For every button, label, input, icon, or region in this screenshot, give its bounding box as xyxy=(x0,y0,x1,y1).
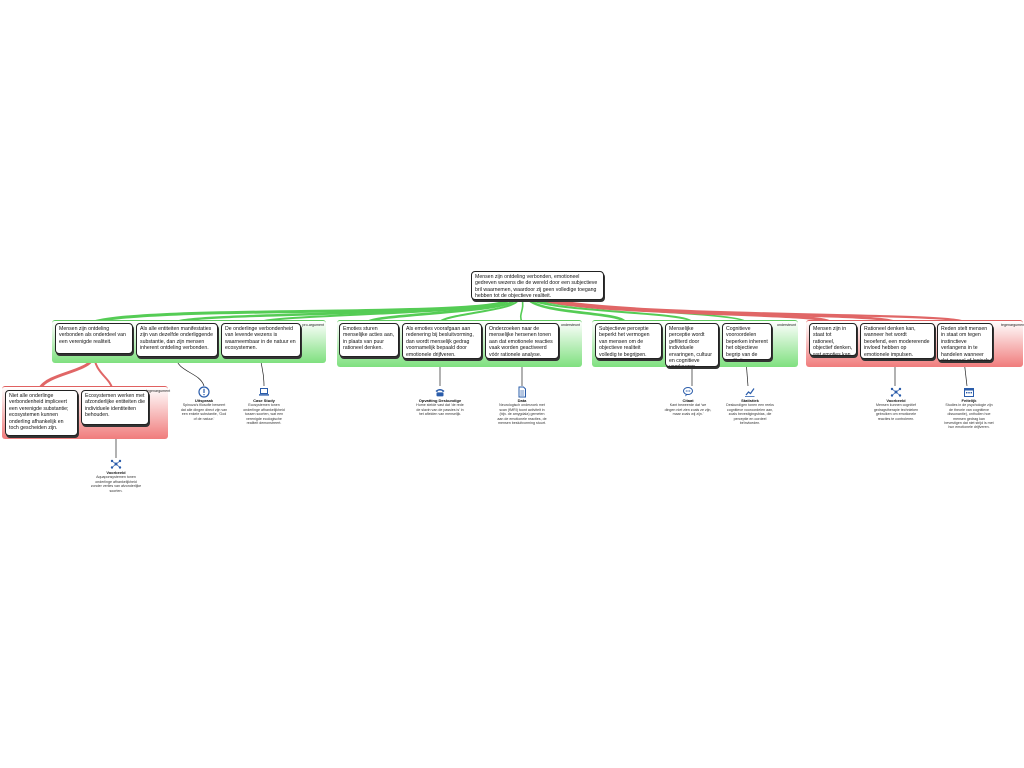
claim-text: Als alle entiteiten manifestaties zijn v… xyxy=(140,326,213,352)
resource-r5[interactable]: Citaat Kant beweerde dat 'we dingen niet… xyxy=(664,386,712,417)
resource-title: Uitspraak xyxy=(194,398,214,403)
link-root-n12 xyxy=(543,297,966,324)
line-graph-icon xyxy=(745,388,755,397)
resource-r2[interactable]: Case Study Ecosystemen tonen onderlinge … xyxy=(240,386,288,425)
resource-r1[interactable]: Uitspraak Spinoza's filosofie beweert da… xyxy=(180,386,228,421)
claim-text: Subjectieve perceptie beperkt het vermog… xyxy=(599,326,650,358)
claim-node-12[interactable]: Reden stelt mensen in staat om tegen ins… xyxy=(937,323,993,361)
claim-node-s1[interactable]: Niet alle onderlinge verbondenheid impli… xyxy=(5,390,78,436)
claim-node-11[interactable]: Rationeel denken kan, wanneer het wordt … xyxy=(860,323,935,359)
group-tag: tegenargument xyxy=(1001,323,1024,327)
claim-text: Cognitieve vooroordelen beperken inheren… xyxy=(726,326,768,359)
resource-title: Voorbeeld xyxy=(106,470,126,475)
link-root-n6 xyxy=(519,298,524,323)
resource-r7[interactable]: Voorbeeld Mensen kunnen cognitief gedrag… xyxy=(871,386,921,421)
network-icon xyxy=(890,387,902,397)
claim-text: De onderlinge verbondenheid van levende … xyxy=(225,326,296,352)
resource-text: Neurologisch onderzoek met scan (fMRI) t… xyxy=(497,403,547,426)
resource-text: Mensen kunnen cognitief gedragstherapie … xyxy=(873,403,919,421)
resource-title: Statistiek xyxy=(741,398,759,403)
resource-title: Data xyxy=(517,398,527,403)
claim-node-6[interactable]: Onderzoeken naar de menselijke hersenen … xyxy=(485,323,559,359)
claim-text: Menselijke perceptie wordt gefilterd doo… xyxy=(669,326,712,366)
claim-node-5[interactable]: Als emoties voorafgaan aan redenering bi… xyxy=(402,323,482,359)
claim-node-4[interactable]: Emoties sturen menselijke acties aan, in… xyxy=(339,323,399,357)
network-icon xyxy=(110,459,122,469)
link-root-n7 xyxy=(526,297,627,324)
claim-text: Emoties sturen menselijke acties aan, in… xyxy=(343,326,395,352)
root-claim[interactable]: Mensen zijn ontdeling verbonden, emotion… xyxy=(471,271,604,300)
link-root-n3 xyxy=(259,298,511,323)
claim-text: Mensen zijn in staat tot rationeel, obje… xyxy=(813,326,853,356)
claim-text: Reden stelt mensen in staat om tegen ins… xyxy=(941,326,989,360)
claim-text: Onderzoeken naar de menselijke hersenen … xyxy=(489,326,553,358)
resource-text: Hume stelde vast dat 'de rede de slavin … xyxy=(416,403,464,417)
resource-text: Deskundigen tonen een reeks cognitieve v… xyxy=(726,403,774,426)
claim-node-9[interactable]: Cognitieve vooroordelen beperken inheren… xyxy=(722,323,772,360)
claim-text: Als emoties voorafgaan aan redenering bi… xyxy=(406,326,474,358)
resource-r6[interactable]: Statistiek Deskundigen tonen een reeks c… xyxy=(724,386,776,425)
claim-text: Rationeel denken kan, wanneer het wordt … xyxy=(864,326,930,358)
claim-text: Ecosystemen werken met afzonderlijke ent… xyxy=(85,393,145,419)
claim-node-1[interactable]: Mensen zijn ontdeling verbonden als onde… xyxy=(55,323,133,354)
resource-text: Ecosystemen tonen onderlinge afhankelijk… xyxy=(243,403,285,426)
claim-node-7[interactable]: Subjectieve perceptie beperkt het vermog… xyxy=(595,323,662,359)
laptop-icon xyxy=(259,388,269,396)
link-root-n5 xyxy=(439,298,520,323)
exclamation-circle-icon xyxy=(198,386,210,398)
claim-text: Niet alle onderlinge verbondenheid impli… xyxy=(9,393,69,432)
resource-title: Feitelijk xyxy=(961,398,977,403)
resource-r4[interactable]: Data Neurologisch onderzoek met scan (fM… xyxy=(496,386,548,425)
resource-title: Voorbeeld xyxy=(886,398,906,403)
calendar-icon xyxy=(964,388,974,397)
group-tag: pro-argument xyxy=(302,323,324,327)
resource-text: Aquaponsystemen tonen onderlinge afhanke… xyxy=(90,475,142,493)
document-icon xyxy=(518,386,526,398)
resource-title: Citaat xyxy=(682,398,694,403)
claim-node-10[interactable]: Mensen zijn in staat tot rationeel, obje… xyxy=(809,323,857,356)
resource-text: Spinoza's filosofie beweert dat alle din… xyxy=(180,403,228,421)
group-tag: ondersteunt xyxy=(777,323,796,327)
claim-text: Mensen zijn ontdeling verbonden als onde… xyxy=(59,326,126,345)
resource-text: Studies in de psychologie zijn de theori… xyxy=(944,403,994,430)
resource-r8[interactable]: Feitelijk Studies in de psychologie zijn… xyxy=(944,386,994,430)
speech-bubble-icon xyxy=(683,387,693,397)
group-tag: tegenargument xyxy=(146,389,171,393)
claim-node-3[interactable]: De onderlinge verbondenheid van levende … xyxy=(221,323,301,357)
resource-r3[interactable]: Opvatting Deskundige Hume stelde vast da… xyxy=(414,386,466,417)
link-root-n8 xyxy=(529,298,693,323)
claim-node-s2[interactable]: Ecosystemen werken met afzonderlijke ent… xyxy=(81,390,149,425)
link-root-n4 xyxy=(366,297,517,324)
claim-node-8[interactable]: Menselijke perceptie wordt gefilterd doo… xyxy=(665,323,719,367)
resource-text: Kant beweerde dat 'we dingen niet zien z… xyxy=(664,403,712,417)
group-tag: ondersteunt xyxy=(561,323,580,327)
root-claim-text: Mensen zijn ontdeling verbonden, emotion… xyxy=(475,274,598,300)
claim-node-2[interactable]: Als alle entiteiten manifestaties zijn v… xyxy=(136,323,218,357)
resource-title: Case Study xyxy=(253,398,275,403)
telephone-icon xyxy=(435,389,445,397)
resource-title: Opvatting Deskundige xyxy=(418,398,462,403)
resource-r9[interactable]: Voorbeeld Aquaponsystemen tonen onderlin… xyxy=(90,458,142,493)
